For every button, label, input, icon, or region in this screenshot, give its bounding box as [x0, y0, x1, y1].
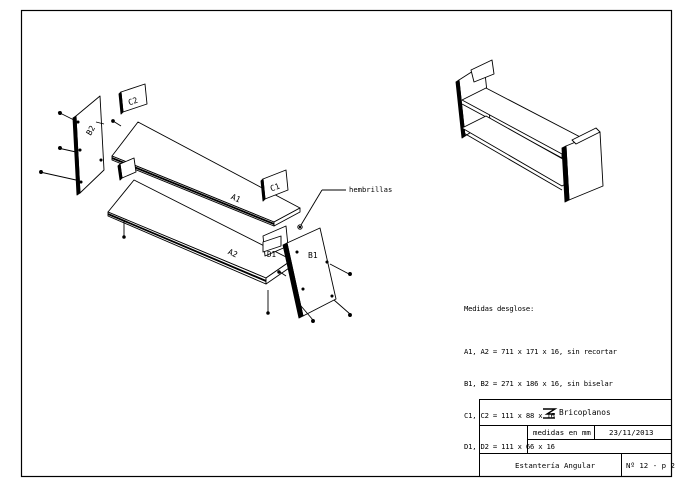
label-b1: B1	[308, 251, 318, 260]
brand-logo-icon	[543, 408, 558, 419]
cutting-list-heading: Medidas desglose:	[464, 304, 535, 314]
label-d1: D1	[267, 250, 276, 259]
label-b2: B2	[85, 124, 98, 137]
title-block	[479, 399, 672, 477]
label-a2: A2	[226, 247, 239, 259]
block-c2: C2	[111, 83, 148, 127]
sheet-border	[20, 9, 673, 478]
label-c1: C1	[269, 182, 281, 194]
panel-b1: B1	[277, 227, 352, 323]
hembrillas-callout: hembrillas	[297, 185, 392, 230]
block-c1: C1	[260, 169, 289, 202]
cutting-list-line-a: A1, A2 = 711 x 171 x 16, sin recortar	[464, 346, 617, 356]
panel-b2: B2	[39, 95, 105, 196]
drawing-title: Estantería Angular	[515, 461, 596, 470]
cutting-list-line-d: D1, D2 = 111 x 66 x 16	[464, 442, 555, 452]
cutting-list-line-c: C1, C2 = 111 x 88 x 16	[464, 410, 555, 420]
exploded-view: B2 C2 A1 C1	[39, 83, 392, 323]
drawing-date: 23/11/2013	[609, 428, 654, 437]
label-hembrillas: hembrillas	[349, 185, 392, 194]
assembled-view	[455, 59, 604, 203]
shelf-a1: A1	[111, 121, 301, 227]
units-note: medidas en mm	[533, 428, 591, 437]
brand-name: Bricoplanos	[559, 408, 611, 417]
label-c2: C2	[127, 96, 139, 108]
support-d1: D1	[262, 225, 289, 259]
support-d2	[117, 157, 137, 181]
label-a1: A1	[229, 192, 242, 204]
sheet-number: Nº 12 - p 2	[626, 461, 675, 470]
cutting-list-line-b: B1, B2 = 271 x 186 x 16, sin biselar	[464, 378, 613, 388]
cutting-list: Medidas desglose: A1, A2 = 711 x 171 x 1…	[464, 283, 617, 464]
